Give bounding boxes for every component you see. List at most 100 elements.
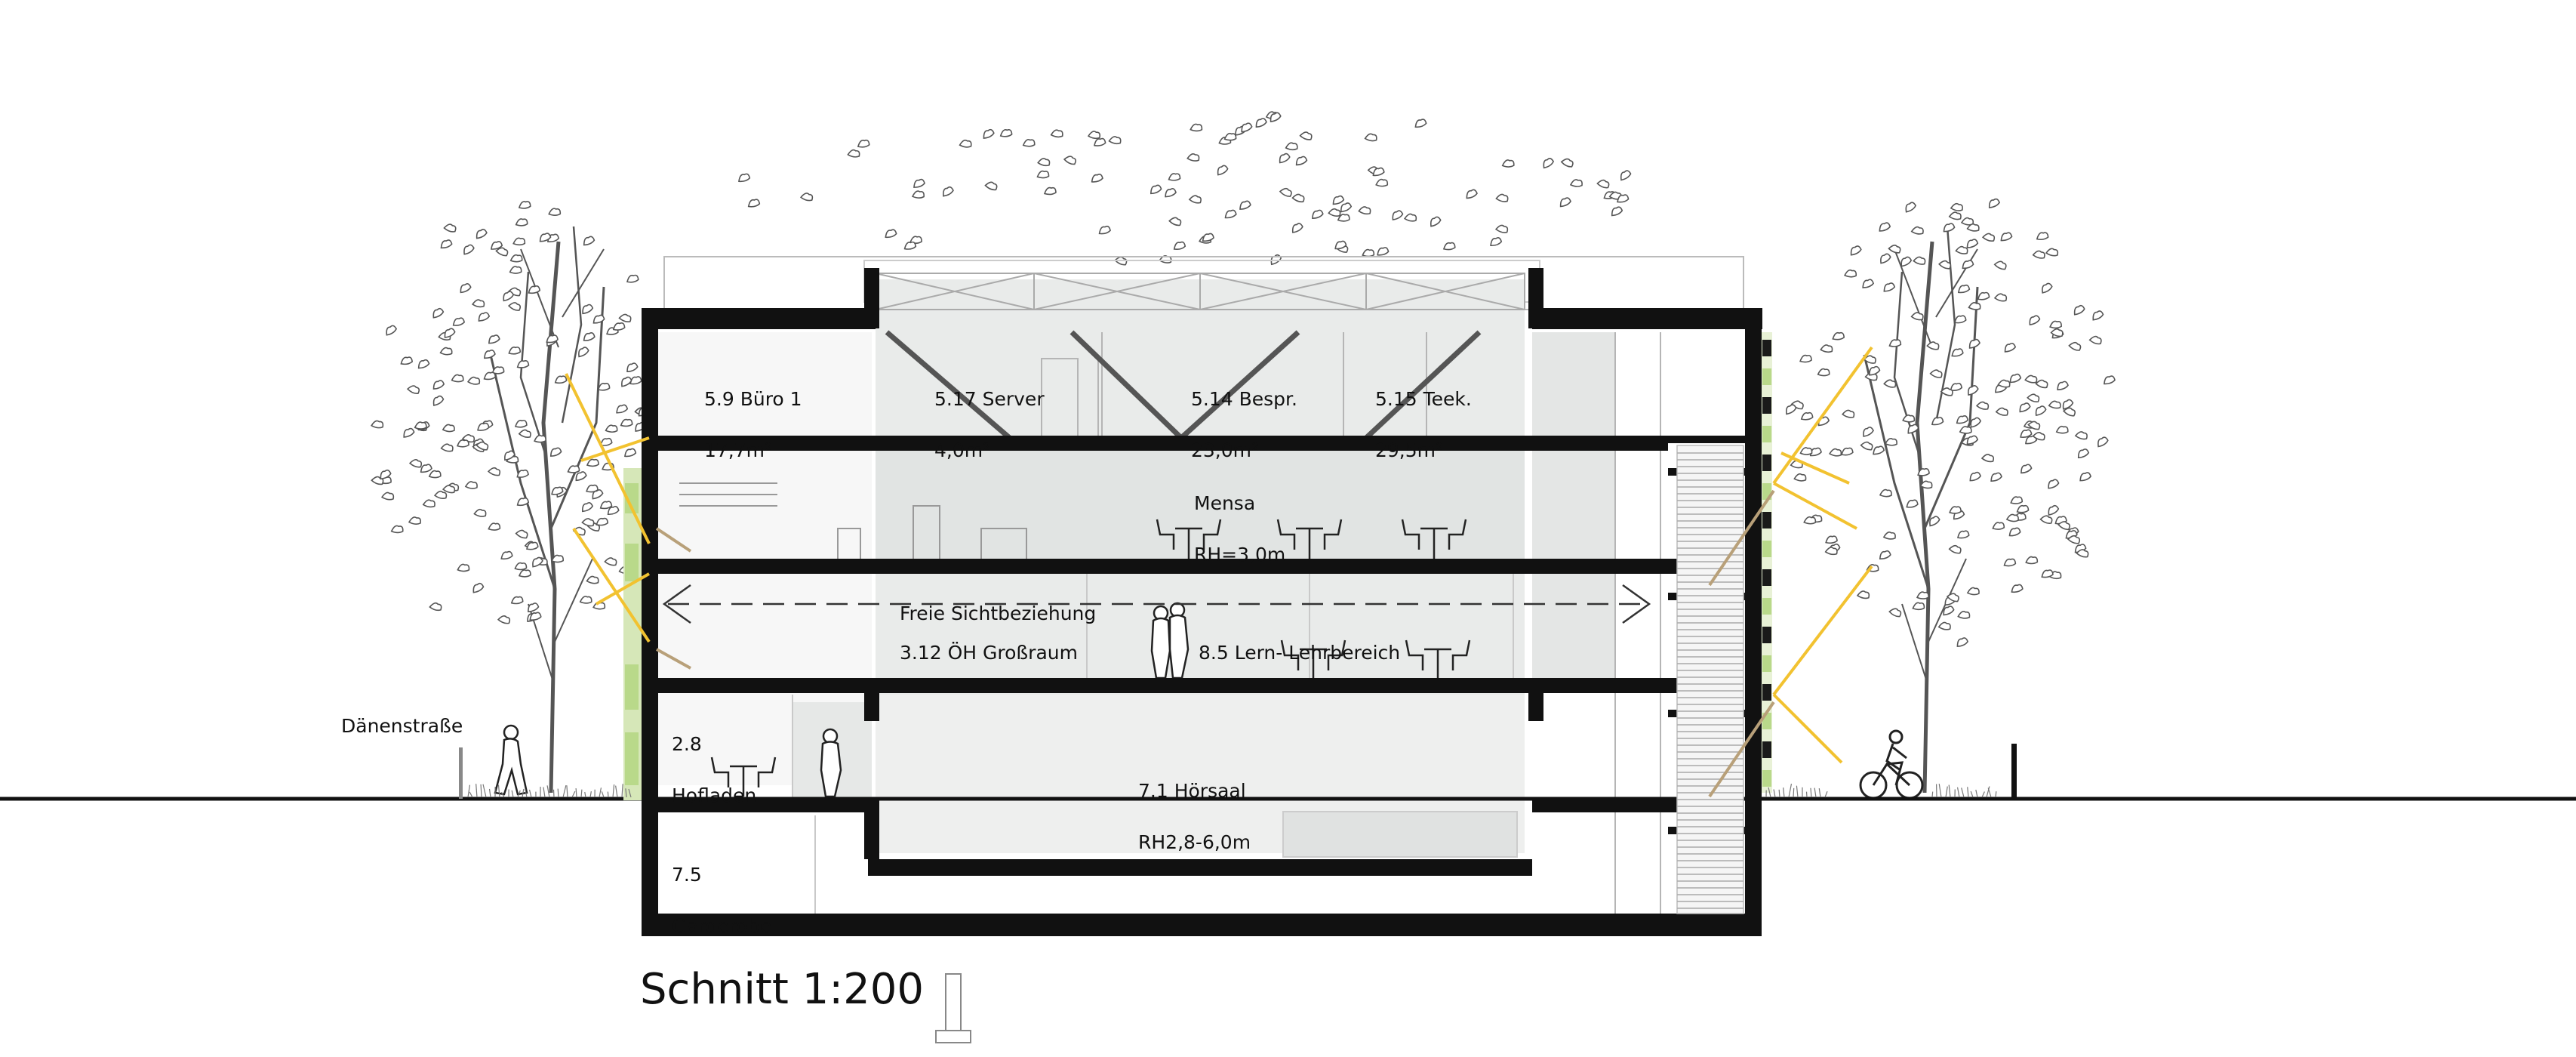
leaf-mark — [2077, 448, 2090, 459]
leaf-mark — [1949, 506, 1962, 514]
leaf-mark — [1879, 550, 1891, 560]
leaf-mark — [1377, 247, 1390, 256]
leaf-mark — [1150, 184, 1162, 195]
leaf-mark — [1966, 239, 1979, 248]
leaf-mark — [472, 299, 485, 308]
leaf-mark — [1862, 279, 1875, 288]
leaf-mark — [1098, 225, 1111, 235]
leaf-mark — [1913, 256, 1926, 265]
leaf-mark — [1279, 187, 1292, 197]
leaf-mark — [1087, 131, 1101, 140]
leaf-mark — [959, 139, 972, 148]
leaf-mark — [885, 229, 897, 239]
leaf-mark — [439, 347, 453, 356]
room-area: 4,0m² — [934, 439, 991, 461]
room-server: 5.17 Server 4,0m² — [934, 361, 1045, 489]
leaf-mark — [2032, 432, 2045, 441]
leaf-mark — [515, 529, 528, 539]
leaf-mark — [420, 464, 432, 473]
leaf-mark — [620, 418, 633, 427]
leaf-mark — [626, 274, 639, 283]
view-axis — [662, 584, 1651, 624]
leaf-mark — [1328, 208, 1341, 217]
room-name: 5.9 Büro 1 — [704, 388, 802, 410]
leaf-mark — [509, 266, 522, 274]
leaf-mark — [1863, 355, 1876, 364]
leaf-mark — [1093, 137, 1106, 146]
leaf-mark — [1392, 210, 1404, 220]
leaf-mark — [2011, 584, 2024, 593]
people — [494, 602, 1190, 798]
leaf-mark — [1188, 195, 1202, 204]
leaf-mark — [586, 484, 599, 493]
leaf-mark — [2057, 381, 2069, 391]
leaf-mark — [1036, 170, 1050, 179]
leaf-mark — [2025, 556, 2039, 565]
leaf-mark — [1362, 248, 1375, 257]
leaf-mark — [457, 439, 469, 448]
leaf-mark — [1844, 269, 1857, 278]
leaf-mark — [432, 307, 445, 319]
leaf-mark — [1091, 174, 1103, 183]
leaf-mark — [503, 291, 515, 302]
room-name: Garderobe — [672, 915, 772, 937]
leaf-mark — [592, 314, 605, 324]
leaf-mark — [1910, 226, 1924, 235]
leaf-mark — [518, 201, 531, 209]
leaf-mark — [1799, 447, 1813, 455]
leaf-mark — [592, 489, 604, 500]
leaf-mark — [2003, 558, 2017, 567]
leaf-mark — [607, 506, 620, 516]
leaf-mark — [518, 429, 531, 438]
leaf-mark — [604, 557, 617, 566]
view-axis-label: Freie Sichtbeziehung — [900, 602, 1097, 624]
sun-rays — [565, 346, 1873, 798]
leaf-mark — [1910, 312, 1924, 321]
leaf-mark — [999, 129, 1013, 137]
leaf-mark — [1995, 407, 2008, 416]
leaf-mark — [1884, 437, 1897, 446]
leaf-mark — [597, 383, 611, 391]
leaf-mark — [2104, 375, 2116, 385]
leaf-mark — [442, 485, 456, 494]
leaf-mark — [1617, 194, 1630, 203]
leaf-mark — [1966, 587, 1980, 596]
leaf-mark — [422, 499, 435, 508]
drawing-title: Schnitt 1:200 — [640, 965, 924, 1014]
leaf-mark — [1279, 153, 1291, 164]
leaf-mark — [507, 302, 522, 311]
leaf-mark — [1905, 202, 1917, 213]
room-oeh-grossraum: 3.12 ÖH Großraum — [900, 642, 1078, 664]
leaf-mark — [1334, 240, 1347, 250]
leaf-mark — [1869, 365, 1881, 376]
leaf-mark — [1912, 602, 1925, 611]
leaf-mark — [417, 359, 430, 369]
leaf-mark — [442, 424, 455, 433]
leaf-mark — [2010, 496, 2024, 504]
leaf-mark — [1372, 167, 1385, 177]
leaf-mark — [451, 374, 464, 383]
leaf-mark — [2055, 425, 2069, 434]
leaf-mark — [514, 562, 528, 571]
leaf-mark — [1202, 233, 1214, 242]
leaf-mark — [747, 199, 761, 208]
leaf-mark — [1825, 535, 1838, 544]
leaf-mark — [487, 467, 501, 476]
leaf-mark — [583, 236, 596, 246]
leaf-mark — [583, 332, 596, 341]
leaf-mark — [799, 193, 814, 202]
leaf-mark — [1860, 441, 1873, 451]
leaf-mark — [504, 450, 516, 461]
leaf-mark — [1358, 206, 1371, 215]
leaf-mark — [400, 356, 414, 365]
leaf-mark — [477, 422, 490, 431]
leaf-mark — [386, 325, 397, 336]
grass — [467, 783, 1997, 798]
leaf-mark — [1495, 193, 1509, 202]
leaf-mark — [582, 304, 594, 315]
room-height: RH=3,0m — [1194, 544, 1286, 565]
leaf-mark — [1559, 197, 1571, 208]
leaf-mark — [2062, 399, 2074, 410]
leaf-mark — [1050, 129, 1063, 138]
room-area: 29,5m² — [1375, 439, 1444, 461]
